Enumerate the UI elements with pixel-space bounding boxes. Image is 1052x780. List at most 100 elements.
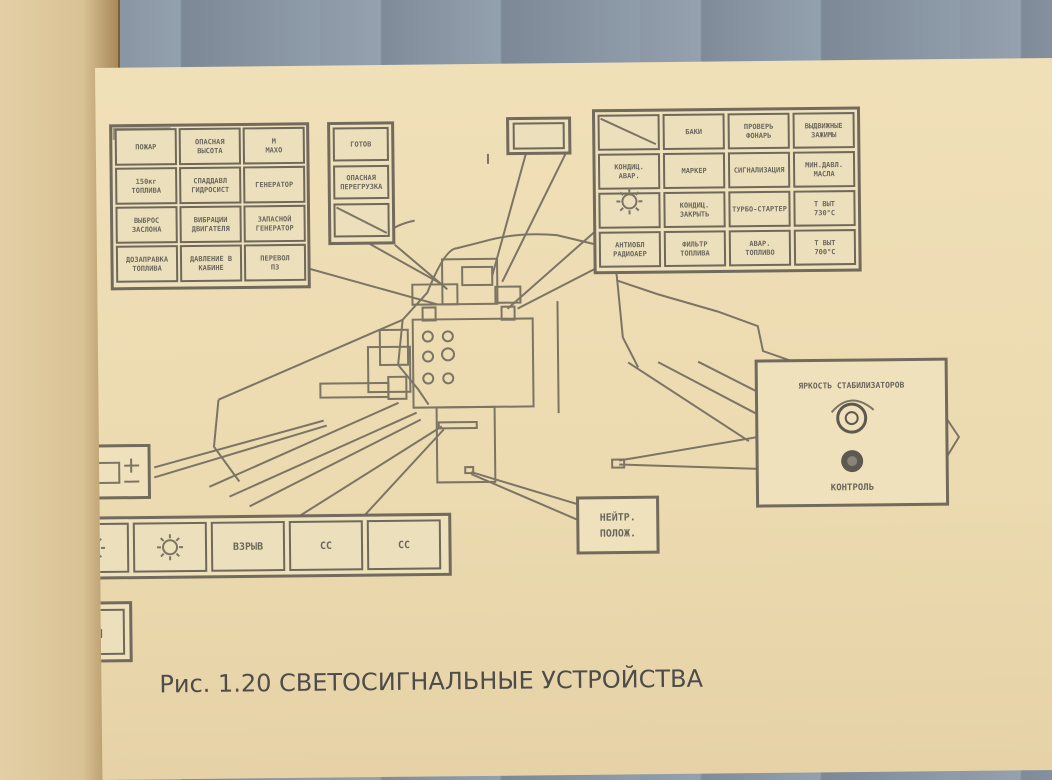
mid-hatch-line <box>336 206 388 234</box>
book-page: ЛУС-П НЕЙТР. ПОЛОЖ. ЯРКОСТЬ СТАБИЛИЗАТОР… <box>95 57 1052 780</box>
left-panel-cell-1-text: ВЫСОТА <box>197 147 223 155</box>
left-panel-cell-2 <box>242 126 306 165</box>
mid-panel-cell-1-text: ПЕРЕГРУЗКА <box>340 183 383 191</box>
left-panel-cell-3-text: ТОПЛИВА <box>131 187 161 195</box>
bottom-panel-grid: ВЗРЫВ СС СС <box>95 519 442 574</box>
gear-icon <box>616 188 643 215</box>
right-panel-cell-4-text: АВАР. <box>619 172 640 180</box>
right-panel-cell-14 <box>728 229 792 267</box>
right-panel-cell-1-text: БАКИ <box>685 128 702 136</box>
left-panel-cell-3-text: 150кг <box>136 178 157 186</box>
right-panel-cell-15 <box>793 229 857 266</box>
left-panel-cell-9-text: ТОПЛИВА <box>132 265 162 273</box>
left-panel-cell-2-text: МАХО <box>265 146 282 154</box>
left-panel-cell-9 <box>115 245 179 283</box>
bottom-panel-cell-0 <box>95 522 130 574</box>
left-panel-cell-5-text: ГЕНЕРАТОР <box>255 181 293 189</box>
right-panel-grid: БАКИПРОВЕРЬФОНАРЬВЫДВИЖНЫЕЗАЖИМЫКОНДИЦ.А… <box>597 112 857 268</box>
right-panel-cell-11-text: 730°С <box>814 209 835 217</box>
mid-panel-cell-0 <box>332 126 389 162</box>
left-panel-cell-10 <box>179 244 243 283</box>
right-panel-cell-2-text: ФОНАРЬ <box>746 132 771 140</box>
right-panel-cell-15-text: 700°С <box>814 248 835 256</box>
neutral-box: НЕЙТР. ПОЛОЖ. <box>576 495 660 555</box>
right-panel-cell-7 <box>792 151 856 188</box>
left-panel-cell-5 <box>243 165 306 204</box>
left-panel-cell-7-text: ВИБРАЦИИ <box>194 216 228 224</box>
right-panel-cell-10-text: ТУРБО-СТАРТЕР <box>732 205 787 214</box>
left-panel-cell-6-text: ЗАСЛОНА <box>132 226 162 234</box>
center-console <box>319 257 626 484</box>
right-panel-cell-13-text: ТОПЛИВА <box>680 249 710 257</box>
right-panel-cell-2 <box>727 112 790 150</box>
right-hatch-line <box>600 117 657 146</box>
left-panel-cell-11 <box>243 243 307 282</box>
right-panel-cell-9 <box>663 191 726 229</box>
left-panel-cell-8-text: ЗАПАСНОЙ <box>258 214 292 223</box>
warning-sun-icon-2 <box>157 534 184 561</box>
left-panel-cell-4 <box>179 166 242 205</box>
right-panel-cell-14-text: ТОПЛИВО <box>745 249 775 257</box>
left-panel-cell-8-text: ГЕНЕРАТОР <box>256 224 294 232</box>
mid-panel-cell-1-text: ОПАСНАЯ <box>346 174 376 182</box>
right-panel-cell-3 <box>792 112 855 149</box>
left-panel-cell-11-text: ПЕРЕВОЛ <box>260 254 290 262</box>
right-panel-cell-3-text: ВЫДВИЖНЫЕ <box>805 122 843 130</box>
right-panel-cell-10 <box>728 190 791 228</box>
right-panel-cell-6 <box>727 151 791 189</box>
left-panel-cell-6-text: ВЫБРОС <box>134 217 159 225</box>
right-panel-cell-5-text: МАРКЕР <box>681 167 706 175</box>
left-panel-cell-10-text: ДАВЛЕНИЕ В <box>190 255 232 263</box>
right-panel-cell-4-text: КОНДИЦ. <box>614 163 644 171</box>
light-signal-diagram: ЛУС-П НЕЙТР. ПОЛОЖ. ЯРКОСТЬ СТАБИЛИЗАТОР… <box>95 106 961 699</box>
right-panel-cell-1 <box>662 113 725 151</box>
bottom-panel-cell-2-text: ВЗРЫВ <box>233 542 263 553</box>
left-panel-cell-3 <box>115 167 178 205</box>
right-panel-cell-6-text: СИГНАЛИЗАЦИЯ <box>734 166 785 175</box>
left-panel-cell-0 <box>114 128 178 166</box>
bottom-panel-cell-4 <box>366 519 442 571</box>
right-panel-cell-5 <box>662 152 726 190</box>
brightness-title: ЯРКОСТЬ СТАБИЛИЗАТОРОВ <box>798 381 904 391</box>
right-panel-cell-14-text: АВАР. <box>749 240 770 248</box>
right-panel-cell-9-text: ЗАКРЫТЬ <box>680 210 710 218</box>
left-panel-cell-1-text: ОПАСНАЯ <box>195 138 225 146</box>
left-panel-cell-1 <box>178 127 242 166</box>
neutral-label-2: ПОЛОЖ. <box>600 528 636 539</box>
control-label: КОНТРОЛЬ <box>831 483 874 493</box>
right-panel-cell-7-text: МАСЛА <box>814 170 836 178</box>
right-panel-cell-12-text: РАДИОАЕР <box>613 250 647 258</box>
mid-panel-cell-0-text: ГОТОВ <box>350 140 371 148</box>
left-panel-cell-7 <box>179 205 242 244</box>
bottom-panel-cell-4-text: СС <box>398 540 410 551</box>
left-panel-cell-10-text: КАБИНЕ <box>198 264 223 272</box>
right-panel-cell-12 <box>598 231 662 268</box>
right-panel-cell-11-text: Т ВЫТ <box>814 200 835 208</box>
brightness-knob-icon[interactable] <box>836 402 868 434</box>
bottom-panel-cell-3-text: СС <box>320 541 332 552</box>
brightness-panel: ЯРКОСТЬ СТАБИЛИЗАТОРОВ КОНТРОЛЬ <box>754 357 950 508</box>
left-panel-cell-8 <box>243 204 306 243</box>
top-indicator <box>506 116 572 156</box>
figure-caption: Рис. 1.20 СВЕТОСИГНАЛЬНЫЕ УСТРОЙСТВА <box>159 664 703 699</box>
left-panel-cell-7-text: ДВИГАТЕЛЯ <box>192 225 230 233</box>
left-panel-cell-2-text: М <box>272 137 276 145</box>
right-panel-cell-11 <box>793 190 856 227</box>
right-panel-cell-9-text: КОНДИЦ. <box>680 201 710 209</box>
right-panel-cell-15-text: Т ВЫТ <box>814 239 835 247</box>
left-panel-cell-9-text: ДОЗАПРАВКА <box>126 256 169 264</box>
right-panel-cell-3-text: ЗАЖИМЫ <box>811 131 837 139</box>
bottom-panel-cell-3 <box>288 520 364 571</box>
bottom-panel-cell-2 <box>210 521 286 572</box>
left-panel-cell-0-text: ПОЖАР <box>135 143 156 151</box>
left-panel-cell-11-text: ПЗ <box>271 263 280 271</box>
right-panel-cell-13-text: ФИЛЬТР <box>682 240 707 248</box>
right-panel-cell-12-text: АНТИОБЛ <box>615 241 645 249</box>
right-panel-cell-2-text: ПРОВЕРЬ <box>744 123 774 131</box>
lus-box: ЛУС-П <box>95 601 133 664</box>
battery-box <box>95 443 152 500</box>
left-panel-cell-4-text: СПАДДАВЛ <box>193 177 227 185</box>
neutral-label-1: НЕЙТР. <box>600 510 636 523</box>
left-panel-cell-4-text: ГИДРОСИСТ <box>191 186 229 194</box>
